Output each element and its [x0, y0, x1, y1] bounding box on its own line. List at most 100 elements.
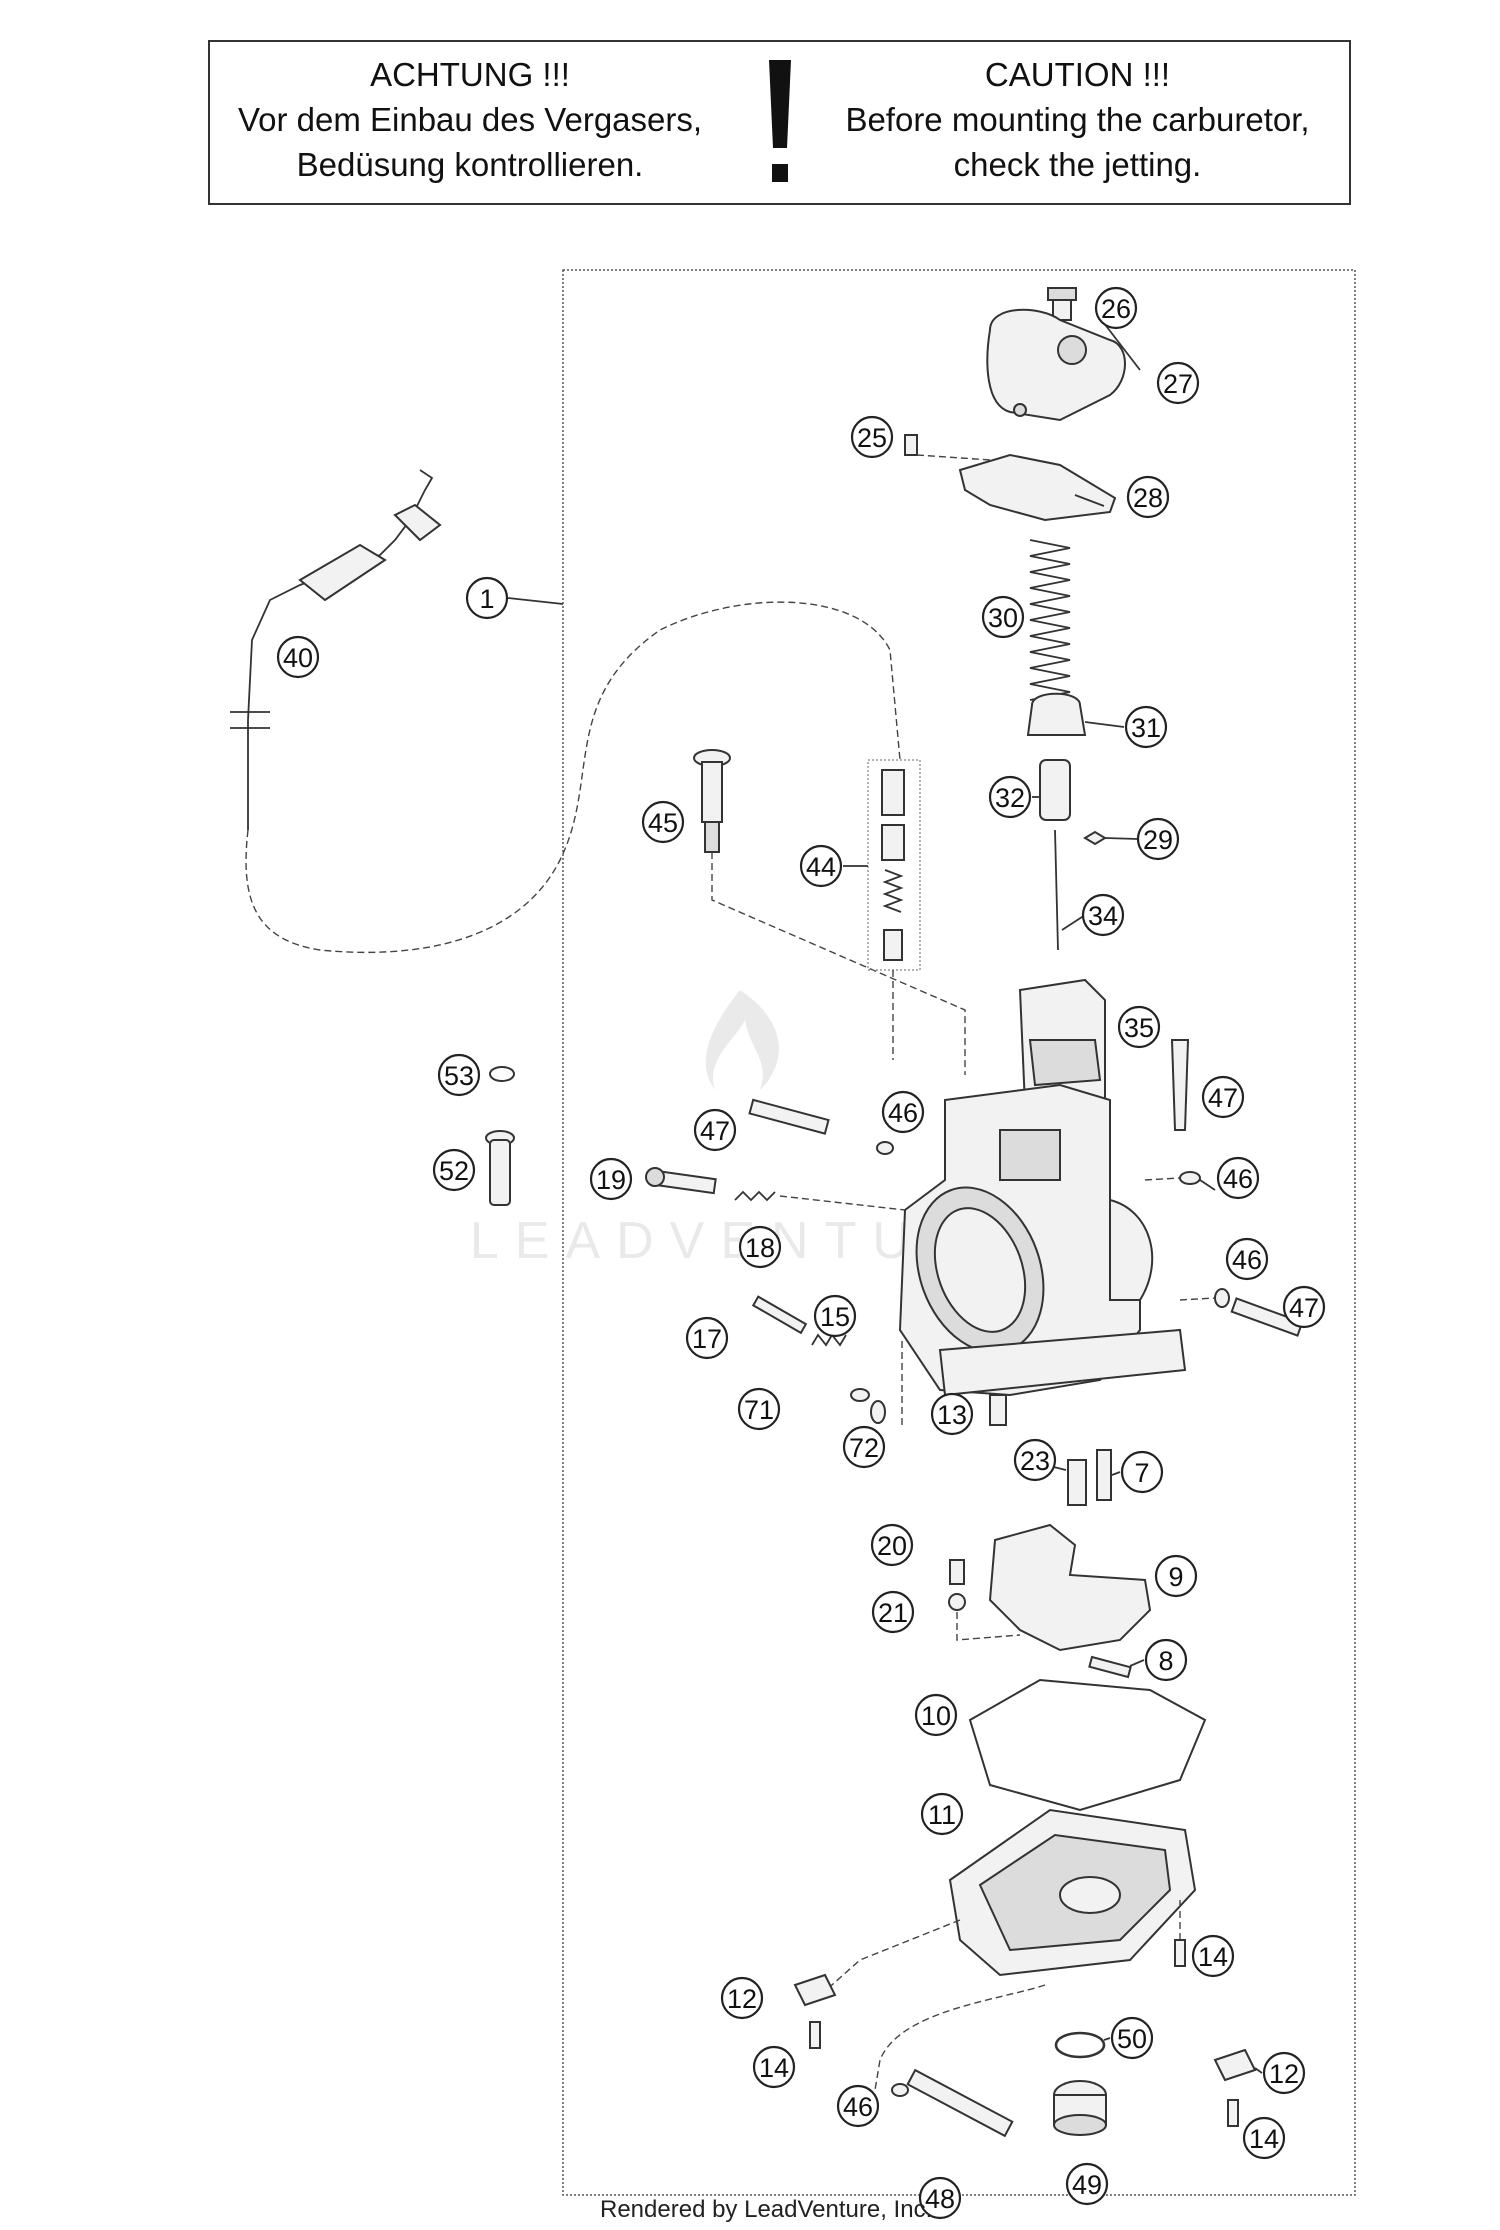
flame-logo-icon	[705, 990, 779, 1090]
callout-circle	[720, 1976, 764, 2020]
callout-circle	[1154, 1554, 1198, 1598]
callout-c30: 30	[981, 595, 1025, 639]
callout-number: 23	[1020, 1446, 1050, 1476]
caution-english: CAUTION !!! Before mounting the carburet…	[805, 52, 1350, 187]
callout-circle	[437, 1053, 481, 1097]
callout-c72: 72	[842, 1425, 886, 1469]
callout-number: 10	[921, 1701, 951, 1731]
callout-c11: 11	[920, 1792, 964, 1836]
callout-c19: 19	[589, 1157, 633, 1201]
callout-number: 11	[928, 1800, 956, 1830]
callout-number: 7	[1134, 1458, 1149, 1488]
footer-credit: Rendered by LeadVenture, Inc.	[600, 2196, 933, 2223]
callout-circle	[1282, 1285, 1326, 1329]
callout-number: 30	[988, 603, 1018, 633]
callout-number: 1	[479, 584, 494, 614]
hose-nipple	[485, 1130, 515, 1206]
callout-c52: 52	[432, 1148, 476, 1192]
throttle-cable	[230, 469, 901, 954]
callout-number: 14	[759, 2053, 789, 2083]
callout-number: 12	[727, 1984, 757, 2014]
vent-hose-right	[1170, 1039, 1190, 1131]
callout-circle	[641, 800, 685, 844]
callout-circle	[881, 1090, 925, 1134]
callout-circle	[930, 1392, 974, 1436]
callout-number: 47	[1208, 1083, 1238, 1113]
callout-circle	[1013, 1438, 1057, 1482]
float-seat	[948, 1593, 966, 1611]
callout-c46b: 46	[1216, 1156, 1260, 1200]
caution-german-title: ACHTUNG !!!	[370, 56, 570, 93]
callout-number: 34	[1088, 901, 1118, 931]
callout-circle	[918, 2176, 962, 2220]
callout-c47b: 47	[693, 1108, 737, 1152]
callout-circle	[465, 576, 509, 620]
callout-1-leader	[507, 597, 564, 605]
float-bowl	[814, 1808, 1197, 2001]
callout-c14a: 14	[1191, 1934, 1235, 1978]
callout-number: 72	[849, 1433, 879, 1463]
callout-number: 27	[1163, 369, 1193, 399]
callout-circle	[1110, 2016, 1154, 2060]
callout-number: 28	[1133, 483, 1163, 513]
callout-c7: 7	[1120, 1450, 1164, 1494]
callout-number: 12	[1269, 2059, 1299, 2089]
pilot-jet	[1096, 1449, 1112, 1501]
callout-circle	[1201, 1075, 1245, 1119]
callout-number: 46	[888, 1098, 918, 1128]
callout-c25: 25	[850, 415, 894, 459]
callout-circle	[871, 1590, 915, 1634]
callout-number: 26	[1101, 294, 1131, 324]
spring-seat	[1026, 692, 1087, 736]
vent-hose-left	[748, 1098, 830, 1135]
callout-number: 45	[648, 808, 678, 838]
callout-circle	[738, 1225, 782, 1269]
callout-number: 21	[878, 1598, 908, 1628]
callout-number: 9	[1168, 1562, 1183, 1592]
callout-circle	[1136, 817, 1180, 861]
hot-start-plunger	[867, 759, 921, 1060]
callout-circle	[1065, 2162, 1109, 2206]
callout-c32: 32	[988, 775, 1032, 819]
slide-spring	[1029, 539, 1071, 701]
callout-circle	[799, 844, 843, 888]
callout-number: 17	[692, 1324, 722, 1354]
callout-number: 71	[744, 1395, 774, 1425]
callout-c45: 45	[641, 800, 685, 844]
callout-c15: 15	[813, 1294, 857, 1338]
callout-number: 31	[1131, 713, 1161, 743]
callout-c20: 20	[870, 1523, 914, 1567]
callout-c14c: 14	[1242, 2116, 1286, 2160]
drain-oring	[1054, 2031, 1106, 2059]
air-screw	[693, 749, 966, 1075]
callout-number: 14	[1198, 1942, 1228, 1972]
callout-c48: 48	[918, 2176, 962, 2220]
callout-circle	[870, 1523, 914, 1567]
idle-screw	[645, 1167, 906, 1211]
screw-left	[809, 2021, 821, 2049]
callout-c53: 53	[437, 1053, 481, 1097]
callout-circle	[988, 775, 1032, 819]
bracket-right	[1213, 2048, 1257, 2082]
callout-c10: 10	[914, 1693, 958, 1737]
callout-number: 48	[925, 2184, 955, 2214]
callout-c21: 21	[871, 1590, 915, 1634]
screw-right-bottom	[1227, 2099, 1239, 2127]
callout-circle	[1262, 2051, 1306, 2095]
screw-right-top	[1174, 1939, 1186, 1967]
float-pin	[1088, 1655, 1132, 1679]
callout-c46d: 46	[836, 2084, 880, 2128]
callout-number: 46	[843, 2092, 873, 2122]
callout-circle	[1242, 2116, 1286, 2160]
callout-circle	[1120, 1450, 1164, 1494]
needle-jet	[1067, 1459, 1087, 1506]
callout-c9: 9	[1154, 1554, 1198, 1598]
callout-c35: 35	[1117, 1005, 1161, 1049]
callout-circle	[693, 1108, 737, 1152]
float-bowl-gasket	[968, 1678, 1207, 1812]
callout-number: 46	[1232, 1245, 1262, 1275]
callout-circle	[1126, 475, 1170, 519]
caution-english-title: CAUTION !!!	[984, 56, 1171, 93]
callout-circle	[1191, 1934, 1235, 1978]
